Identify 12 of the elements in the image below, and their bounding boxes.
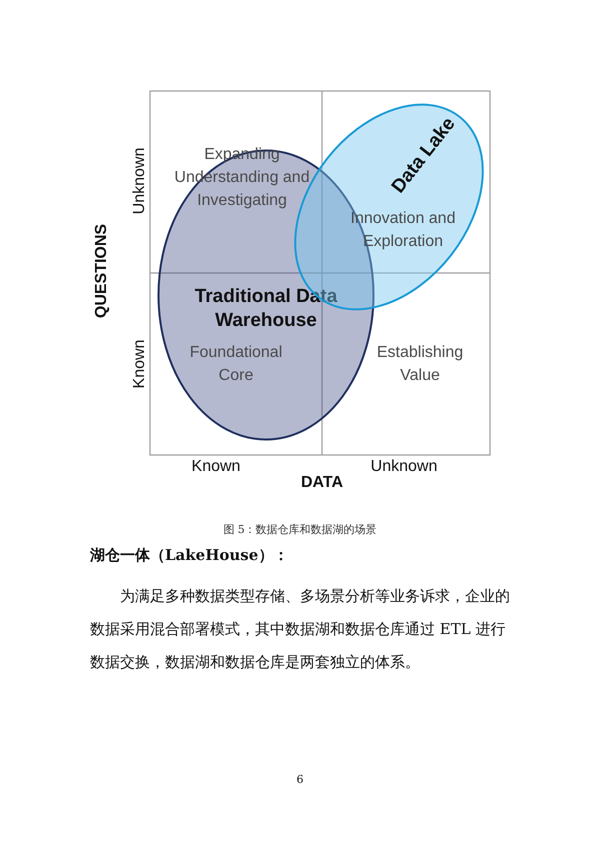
quadrant-label: Establishing Value <box>376 343 464 386</box>
axis-label: Known <box>131 338 149 390</box>
section-heading: 湖仓一体（LakeHouse）： <box>90 546 288 565</box>
axis-label: Unknown <box>131 146 149 216</box>
quadrant-label: Foundational Core <box>188 343 284 386</box>
axis-label: Known <box>190 458 242 476</box>
body-paragraph: 为满足多种数据类型存储、多场景分析等业务诉求，企业的数据采用混合部署模式，其中数据湖和数据仓库通过 ETL 进行数据交换，数据湖和数据仓库是两套独立的体系。 <box>90 586 511 673</box>
axis-title: QUESTIONS <box>93 222 111 320</box>
figure-caption: 图 5：数据仓库和数据湖的场景 <box>222 522 378 537</box>
axis-label: Unknown <box>370 458 438 476</box>
axis-title: DATA <box>300 474 344 492</box>
page-number: 6 <box>296 773 304 786</box>
